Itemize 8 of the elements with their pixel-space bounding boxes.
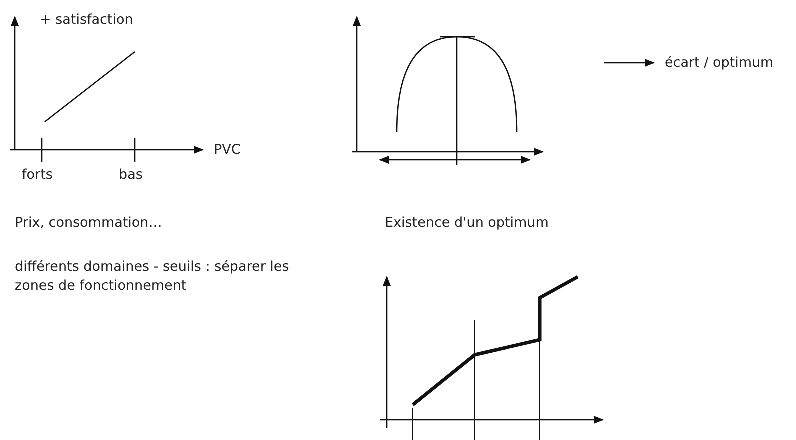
tick-label: bas bbox=[119, 166, 143, 185]
arrow-note: écart / optimum bbox=[665, 54, 774, 73]
chart-caption: Prix, consommation… bbox=[15, 214, 162, 233]
axis-label: + satisfaction bbox=[40, 11, 134, 30]
chart-caption: différents domaines - seuils : séparer les zones de fonctionnement bbox=[15, 258, 290, 296]
chart-caption: Existence d'un optimum bbox=[385, 214, 549, 233]
axis-label: PVC bbox=[214, 141, 241, 160]
tick-label: forts bbox=[22, 166, 53, 185]
